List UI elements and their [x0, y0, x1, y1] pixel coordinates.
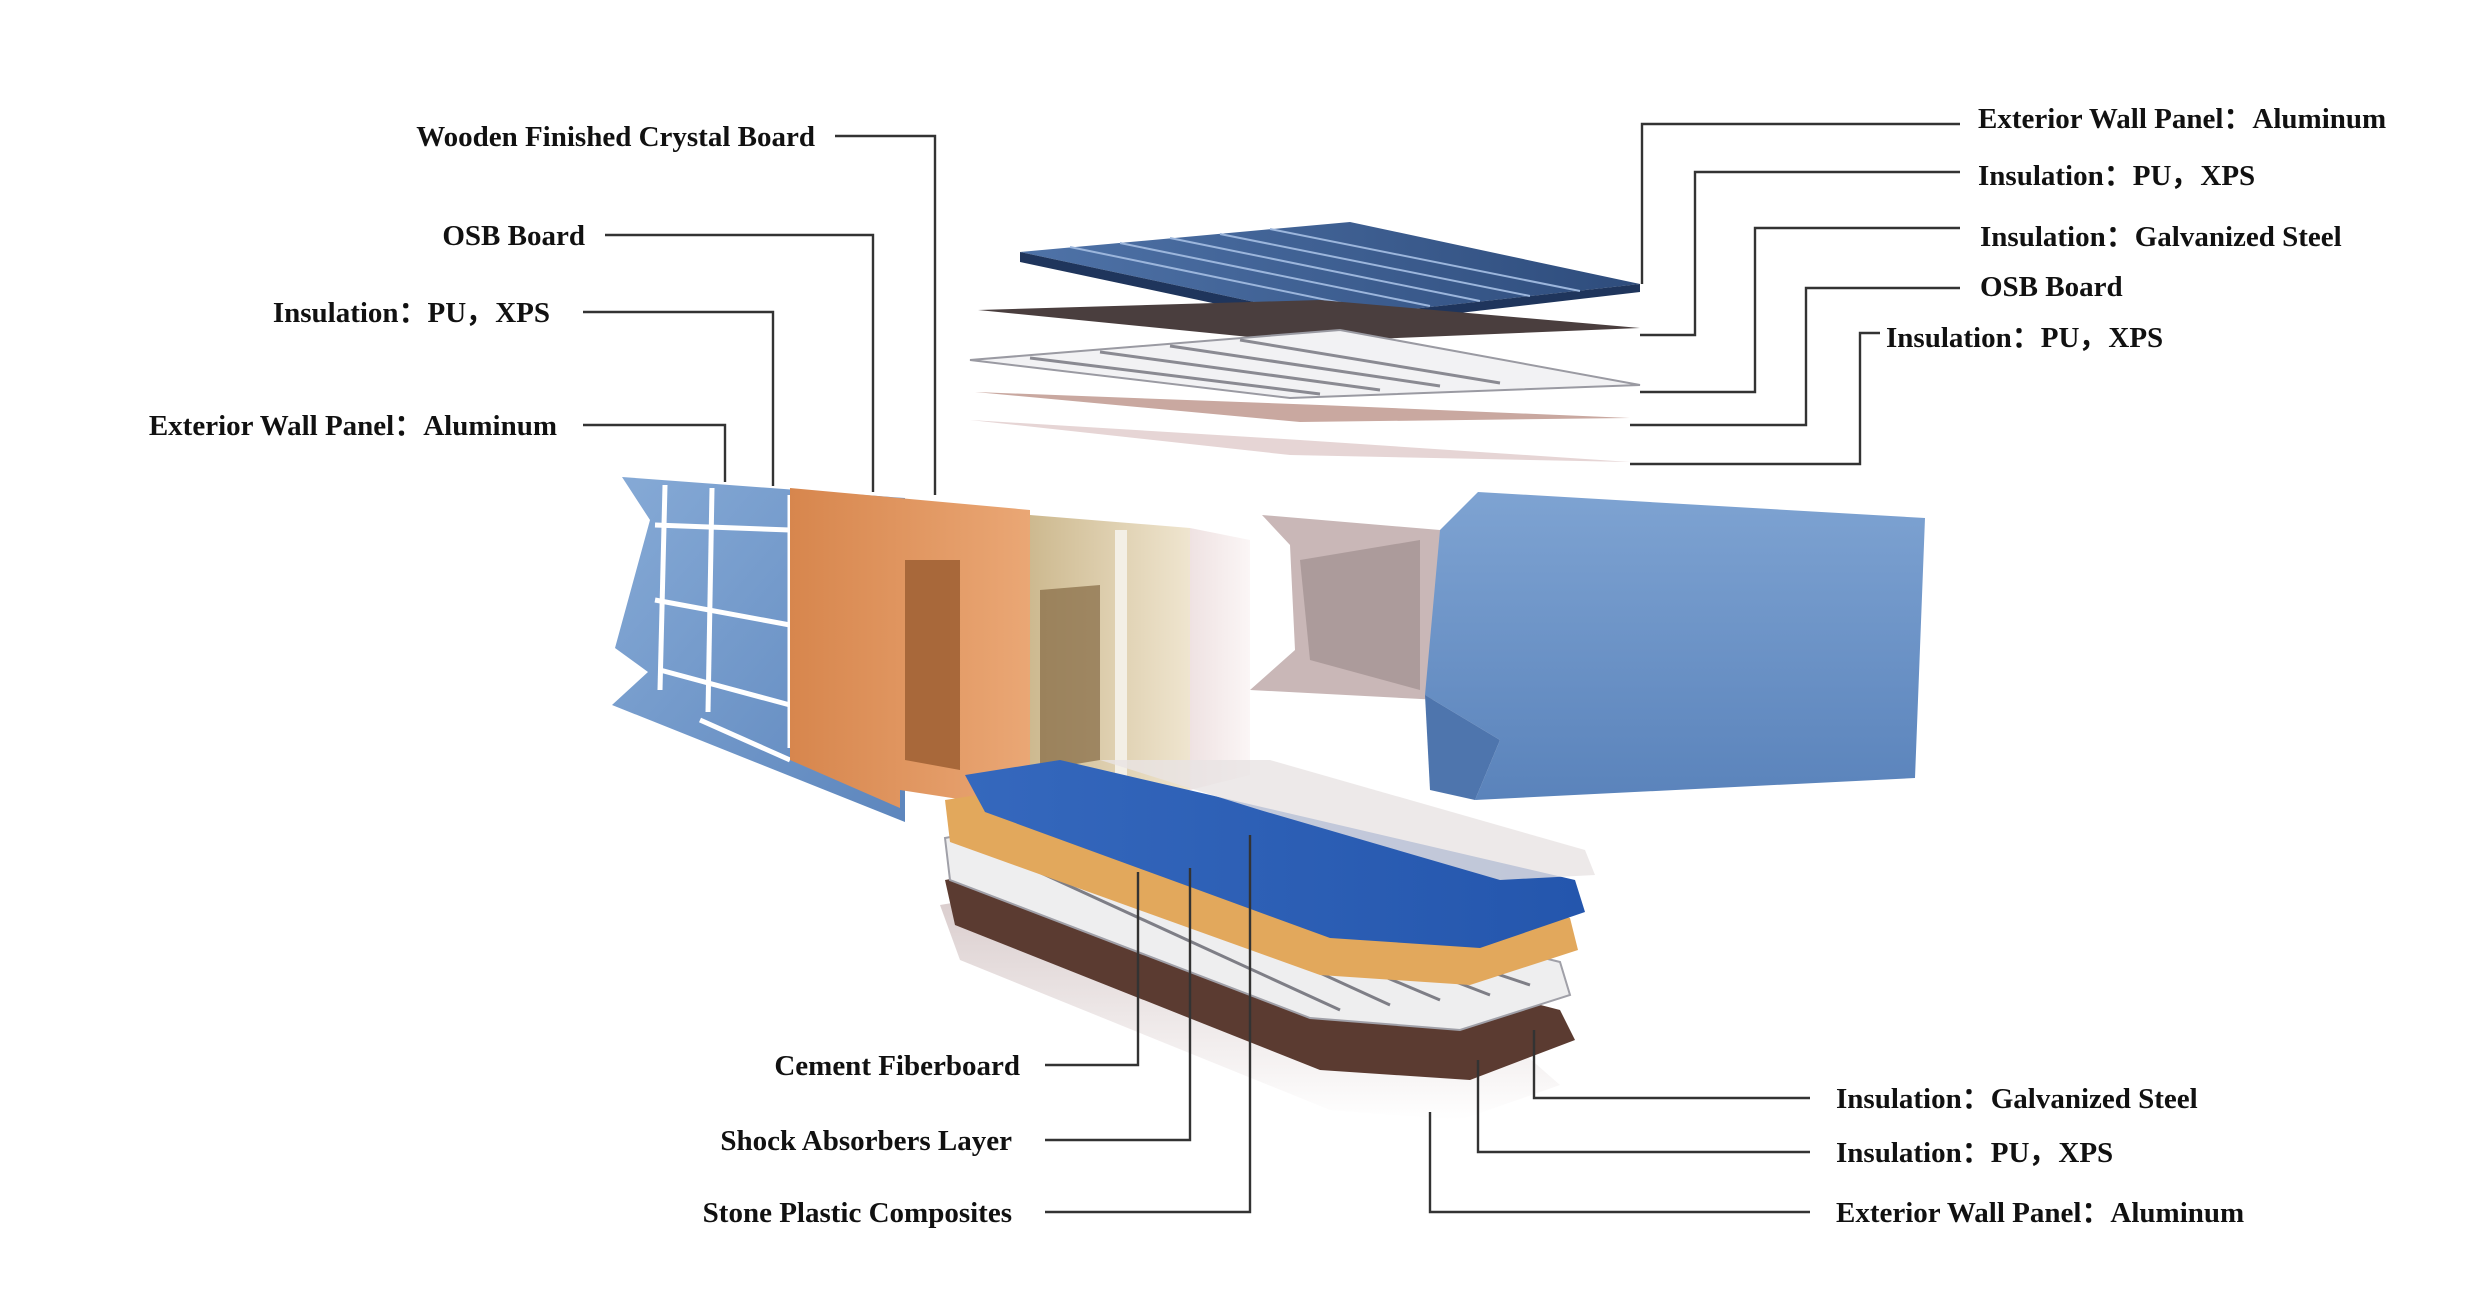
label-roof-insulation-pu-xps-2: Insulation：PU，XPS: [1886, 322, 2163, 354]
leader-insulation-pu-xps: [583, 312, 773, 486]
left-crystal-board-post: [1115, 530, 1127, 810]
leader-floor-exterior-wall-panel: [1430, 1112, 1810, 1212]
label-floor-exterior-wall-panel-aluminum: Exterior Wall Panel：Aluminum: [1836, 1197, 2244, 1229]
label-roof-exterior-wall-panel-aluminum: Exterior Wall Panel：Aluminum: [1978, 103, 2386, 135]
right-aluminum-panel: [1425, 492, 1925, 800]
leader-roof-osb-board: [1630, 288, 1960, 425]
left-crystal-board-shade: [1040, 585, 1100, 770]
roof-pu-xps-sheet: [970, 420, 1630, 462]
left-osb-board-opening: [905, 560, 960, 770]
label-stone-plastic-composites: Stone Plastic Composites: [703, 1197, 1012, 1229]
label-osb-board: OSB Board: [442, 220, 585, 252]
leader-roof-exterior-wall-panel: [1642, 124, 1960, 284]
label-exterior-wall-panel-aluminum: Exterior Wall Panel：Aluminum: [149, 410, 557, 442]
floor-stack: [940, 760, 1595, 1120]
leader-roof-insulation-galvanized-steel: [1640, 228, 1960, 392]
label-shock-absorbers-layer: Shock Absorbers Layer: [720, 1125, 1012, 1157]
leader-roof-insulation-pu-xps: [1640, 172, 1960, 335]
label-roof-osb-board: OSB Board: [1980, 271, 2123, 303]
leader-osb-board: [605, 235, 873, 492]
label-roof-insulation-galvanized-steel: Insulation：Galvanized Steel: [1980, 221, 2342, 253]
label-roof-insulation-pu-xps: Insulation：PU，XPS: [1978, 160, 2255, 192]
label-insulation-pu-xps: Insulation：PU，XPS: [273, 297, 550, 329]
label-floor-insulation-galvanized-steel: Insulation：Galvanized Steel: [1836, 1083, 2198, 1115]
right-wall-stack: [1250, 492, 1925, 800]
leader-exterior-wall-panel-aluminum: [583, 425, 725, 482]
left-inner-panel: [1190, 528, 1250, 790]
label-wooden-finished-crystal-board: Wooden Finished Crystal Board: [416, 121, 815, 153]
roof-stack: [970, 222, 1640, 462]
label-floor-insulation-pu-xps: Insulation：PU，XPS: [1836, 1137, 2113, 1169]
label-cement-fiberboard: Cement Fiberboard: [774, 1050, 1020, 1082]
leader-floor-insulation-galvanized-steel: [1534, 1030, 1810, 1098]
leader-wooden-finished-crystal-board: [835, 136, 935, 495]
